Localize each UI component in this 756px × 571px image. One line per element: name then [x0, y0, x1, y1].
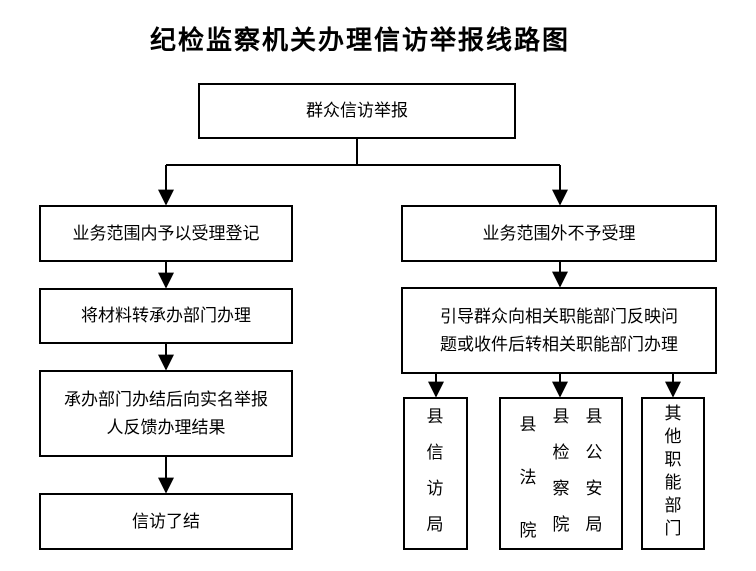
node-jcy-label: 县检察院: [552, 407, 570, 535]
node-start: 群众信访举报: [198, 83, 516, 139]
node-right1: 业务范围外不予受理: [401, 205, 717, 262]
node-court-group: 县法院 县检察院 县公安局: [499, 397, 623, 550]
node-fy-label: 县法院: [519, 415, 537, 541]
node-left3: 承办部门办结后向实名举报 人反馈办理结果: [39, 370, 293, 457]
node-xfj-label: 县信访局: [426, 407, 444, 535]
node-left4: 信访了结: [39, 493, 293, 550]
node-qt-label: 其他职能部门: [664, 404, 682, 539]
node-xfj: 县信访局: [403, 397, 468, 550]
node-left1: 业务范围内予以受理登记: [39, 205, 293, 262]
node-gaj-label: 县公安局: [585, 407, 603, 535]
node-left2: 将材料转承办部门办理: [39, 288, 293, 344]
node-qt: 其他职能部门: [641, 397, 705, 550]
page-title: 纪检监察机关办理信访举报线路图: [149, 26, 570, 56]
node-right2: 引导群众向相关职能部门反映问 题或收件后转相关职能部门办理: [401, 287, 717, 374]
